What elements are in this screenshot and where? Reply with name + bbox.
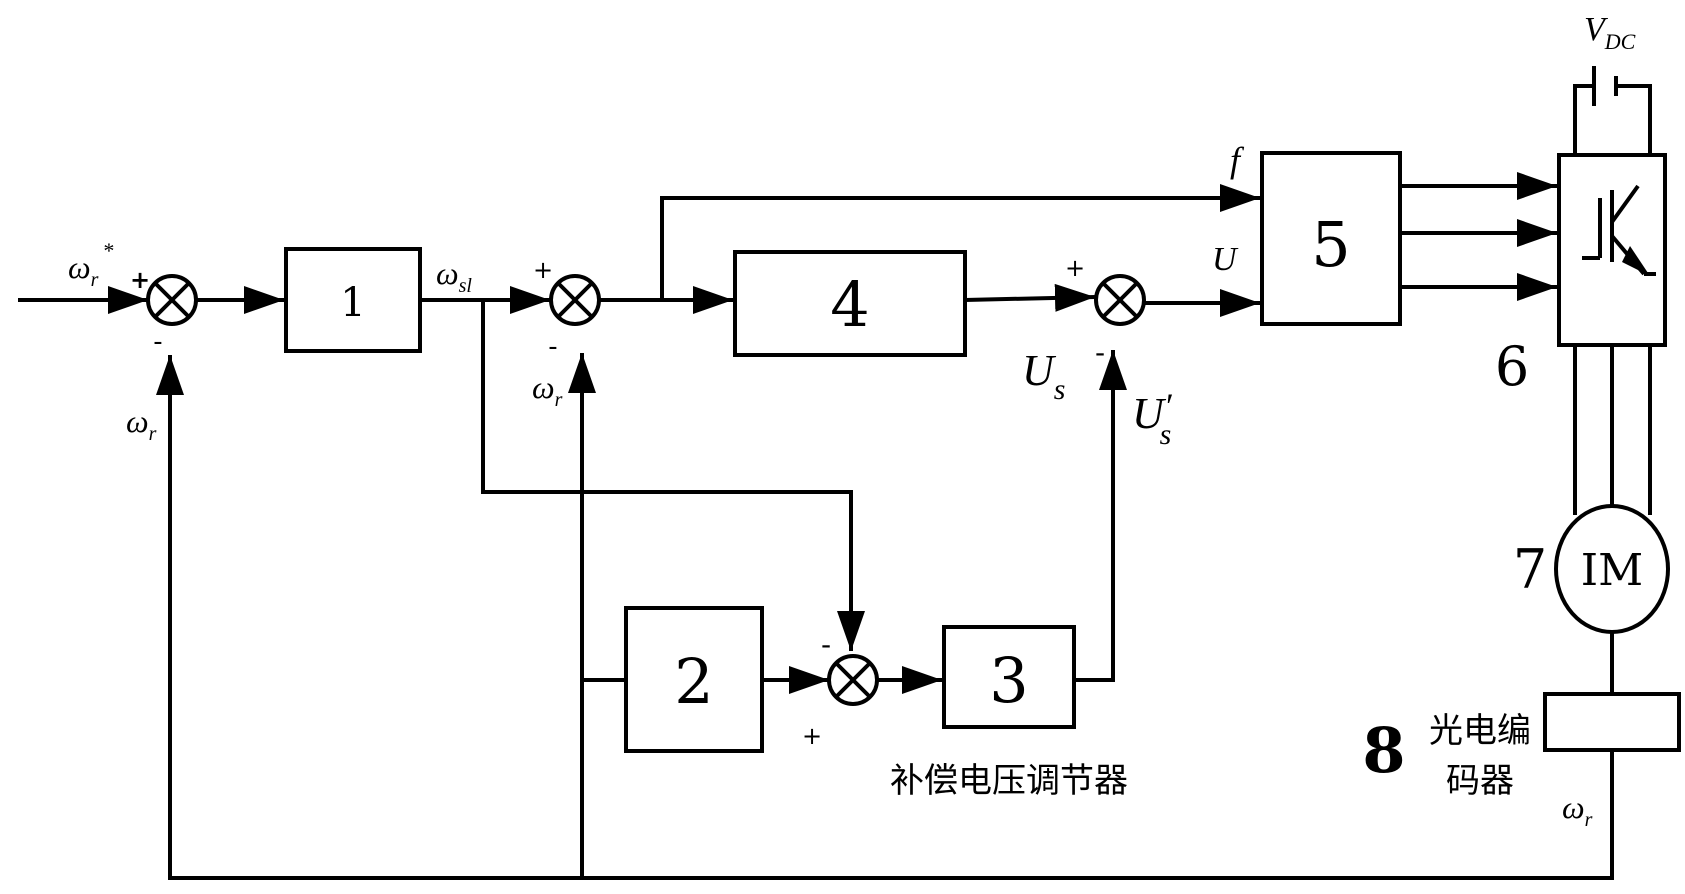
label-us-prime: U′s <box>1132 386 1173 451</box>
wire-block3-to-sumC <box>1074 350 1127 682</box>
wire-omega-sl-branch <box>481 300 865 651</box>
igbt-symbol <box>1582 184 1656 276</box>
block-3: 3 <box>942 625 1076 729</box>
sign-sumB-minus: - <box>548 332 557 362</box>
label-omega-r-feedback-a: ωr <box>126 403 157 445</box>
wire-encoder-feedback <box>156 355 1614 880</box>
sign-sumC-plus: + <box>1065 254 1085 282</box>
block-1-label: 1 <box>340 280 365 326</box>
block-1: 1 <box>284 247 422 353</box>
label-omega-ref: ωr* <box>68 238 113 291</box>
label-us: Us <box>1022 346 1065 406</box>
sign-sumB-plus: + <box>533 256 553 284</box>
block-2: 2 <box>624 606 764 753</box>
inverter-block <box>1557 153 1667 347</box>
sign-sumC-minus: - <box>1095 336 1105 369</box>
block-4-label: 4 <box>830 268 869 341</box>
label-u: U <box>1212 241 1239 278</box>
block-2-label: 2 <box>674 645 713 718</box>
sign-sumD-minus: - <box>821 628 831 661</box>
encoder-label-line1: 光电编 <box>1429 711 1531 751</box>
label-omega-r-feedback-b: ωr <box>532 369 563 411</box>
wire-f-path <box>660 184 1260 300</box>
encoder-label-line2: 码器 <box>1446 761 1514 801</box>
summer-b <box>549 274 601 326</box>
label-vdc: VDC <box>1584 11 1636 54</box>
motor-label: IM <box>1581 545 1643 596</box>
wire-dc-left <box>1573 84 1594 155</box>
wire-block4-to-sumC <box>964 283 1096 312</box>
wires <box>18 66 1652 880</box>
block-4: 4 <box>733 250 967 357</box>
block-5-label: 5 <box>1311 208 1350 281</box>
label-omega-sl: ωsl <box>436 255 472 297</box>
wire-dc-right <box>1616 84 1652 155</box>
summer-c <box>1094 274 1146 326</box>
label-omega-r-encoder: ωr <box>1562 789 1593 831</box>
compensator-label: 补偿电压调节器 <box>890 761 1128 801</box>
summer-d <box>827 654 879 706</box>
sign-sumD-plus: + <box>802 722 822 750</box>
block-5: 5 <box>1260 151 1402 326</box>
block-8-label: 8 <box>1362 714 1405 787</box>
block-3-label: 3 <box>989 644 1028 717</box>
sign-sumA-minus: - <box>153 327 162 357</box>
block-6-label: 6 <box>1495 335 1529 398</box>
sign-sumA-plus: + <box>130 266 150 294</box>
summer-a <box>146 274 198 326</box>
block-7-label: 7 <box>1513 538 1547 601</box>
motor: IM <box>1554 504 1670 634</box>
label-f: f <box>1230 140 1245 180</box>
encoder-block <box>1543 692 1681 752</box>
